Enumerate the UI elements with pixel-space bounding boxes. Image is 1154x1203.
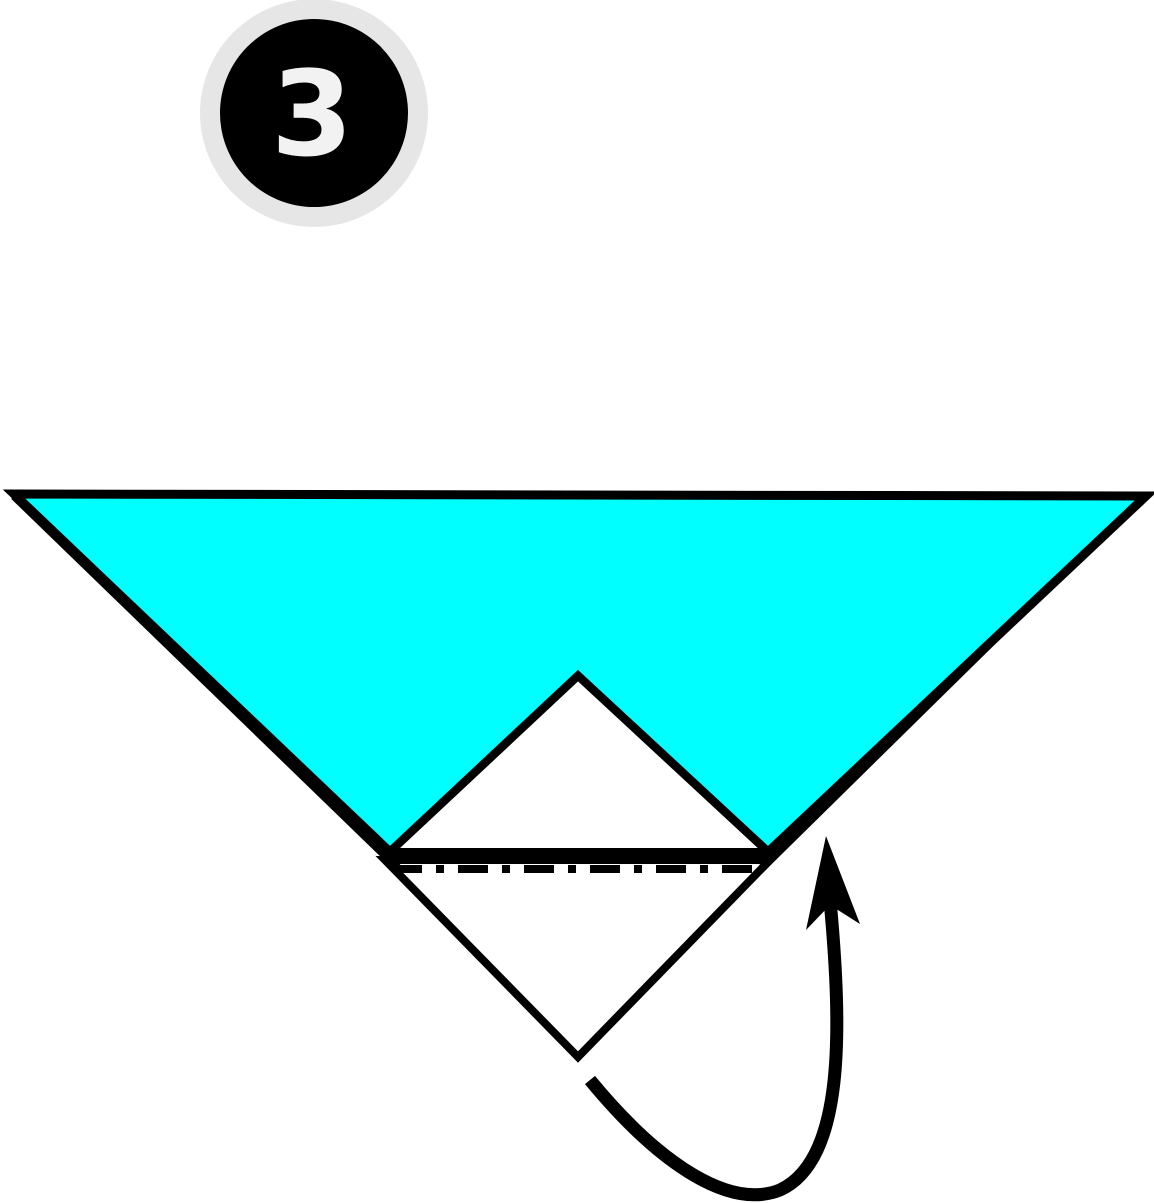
step-number: 3 [271,45,353,183]
arrow-head-icon [806,836,860,930]
white-bottom-flap [375,856,780,1063]
white-inner-triangle [379,670,779,856]
fold-behind-arrow [584,836,860,1202]
step-badge: 3 [200,0,428,227]
arrow-shaft [584,899,844,1202]
step-badge-circle [220,19,408,207]
